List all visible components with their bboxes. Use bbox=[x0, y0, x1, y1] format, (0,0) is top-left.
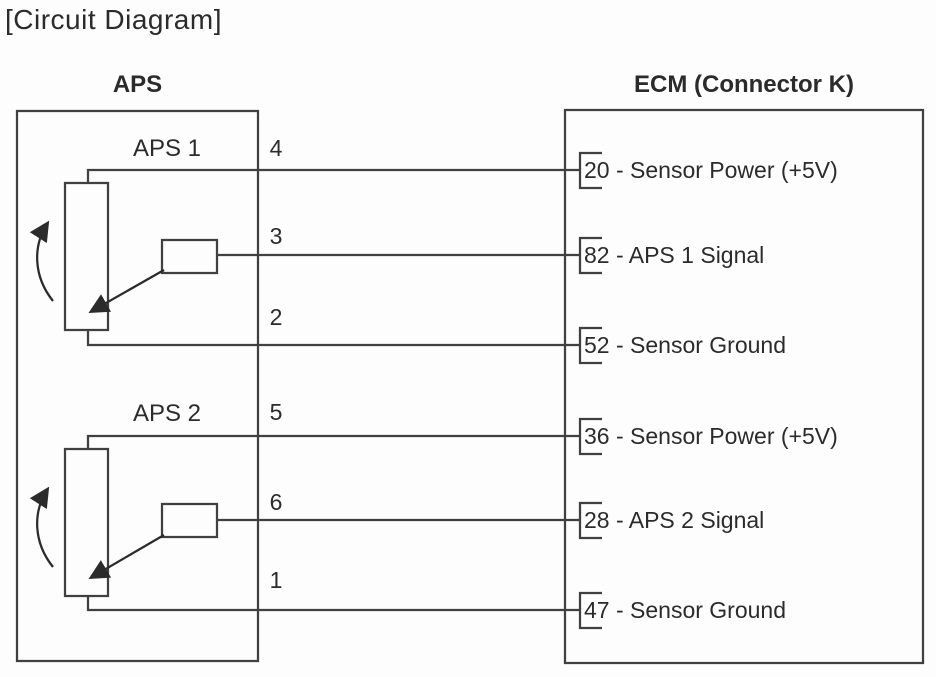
wiper-contact-aps2 bbox=[160, 502, 219, 539]
ecm-pin-label-82: 82 - APS 1 Signal bbox=[584, 242, 765, 268]
aps-pin-number-1: 1 bbox=[269, 567, 283, 593]
aps-pin-number-5: 5 bbox=[269, 399, 283, 425]
wiper-arrow-aps2 bbox=[88, 534, 165, 580]
diagram-title: [Circuit Diagram] bbox=[5, 4, 222, 35]
aps-pin-number-2: 2 bbox=[269, 304, 283, 330]
sensor-label-aps1: APS 1 bbox=[132, 135, 202, 162]
potentiometer-aps2 bbox=[29, 447, 219, 598]
ecm-pin-terminal-20 bbox=[578, 151, 602, 190]
ecm-pin-terminal-36 bbox=[578, 417, 602, 456]
aps-box-outline bbox=[15, 109, 260, 663]
resistor-body-aps1 bbox=[63, 181, 110, 332]
wire-pin4-to-20 bbox=[86, 168, 580, 183]
ecm-box-outline bbox=[563, 108, 925, 665]
wire-pin1-to-47 bbox=[86, 596, 580, 612]
wiper-arrow-aps1 bbox=[88, 269, 165, 314]
ecm-pin-terminal-47 bbox=[578, 591, 602, 630]
ecm-pin-label-36: 36 - Sensor Power (+5V) bbox=[584, 423, 838, 449]
ecm-pin-terminal-52 bbox=[578, 326, 602, 365]
ecm-pin-terminal-28 bbox=[578, 501, 602, 540]
wire-pin5-to-36 bbox=[86, 434, 580, 449]
rotation-arrow-aps1 bbox=[29, 220, 54, 302]
aps-pin-number-3: 3 bbox=[269, 223, 283, 249]
resistor-body-aps2 bbox=[63, 447, 110, 598]
wire-pin2-to-52 bbox=[86, 330, 580, 347]
sensor-label-aps2: APS 2 bbox=[132, 400, 202, 427]
ecm-pin-label-20: 20 - Sensor Power (+5V) bbox=[584, 157, 838, 183]
aps-pin-number-6: 6 bbox=[269, 489, 283, 515]
aps-pin-number-4: 4 bbox=[269, 135, 283, 161]
ecm-pin-terminal-82 bbox=[578, 236, 602, 275]
ecm-box-header: ECM (Connector K) bbox=[634, 71, 854, 98]
wiper-contact-aps1 bbox=[160, 238, 219, 275]
ecm-pin-label-47: 47 - Sensor Ground bbox=[584, 597, 787, 623]
ecm-pin-label-52: 52 - Sensor Ground bbox=[584, 332, 787, 358]
aps-box-header: APS bbox=[112, 71, 163, 98]
ecm-pin-label-28: 28 - APS 2 Signal bbox=[584, 507, 765, 533]
potentiometer-aps1 bbox=[29, 181, 219, 332]
rotation-arrow-aps2 bbox=[29, 486, 54, 568]
